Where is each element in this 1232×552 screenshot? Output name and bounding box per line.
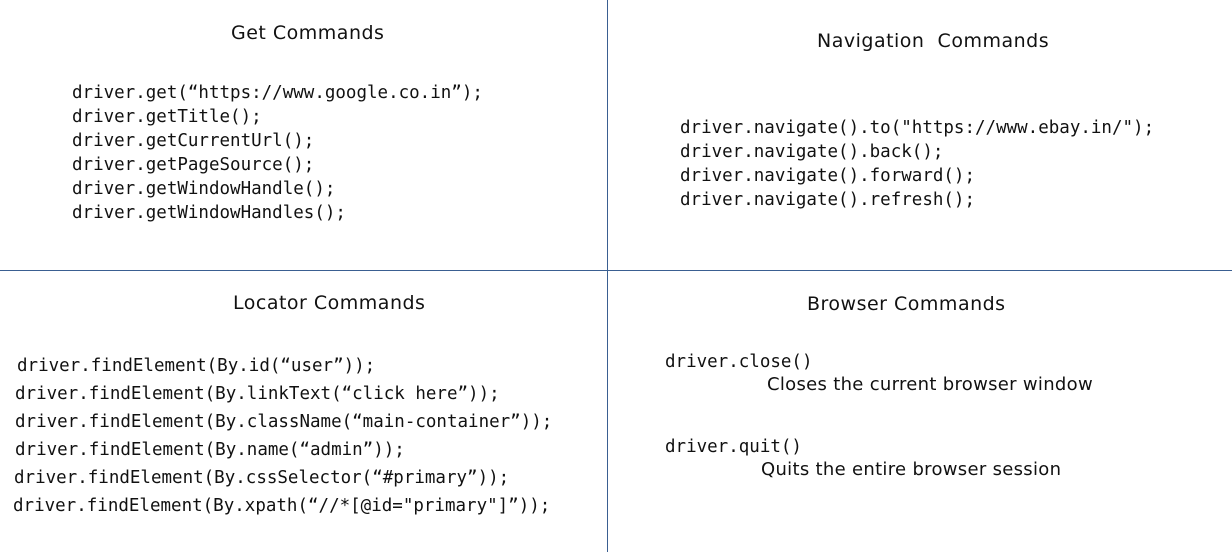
locator-commands-title: Locator Commands: [233, 292, 426, 314]
locator-commands-list: driver.findElement(By.id(“user”)); drive…: [13, 352, 553, 520]
browser-command-description: Closes the current browser window: [767, 374, 1093, 395]
locator-command-line: driver.findElement(By.linkText(“click he…: [15, 384, 500, 404]
locator-command-line: driver.findElement(By.xpath(“//*[@id="pr…: [13, 496, 551, 516]
get-commands-title: Get Commands: [231, 22, 385, 44]
horizontal-divider: [0, 270, 1232, 271]
navigation-command-line: driver.navigate().back();: [680, 142, 944, 162]
get-command-line: driver.get(“https://www.google.co.in”);: [72, 83, 483, 103]
get-command-line: driver.getCurrentUrl();: [72, 131, 315, 151]
navigation-commands-list: driver.navigate().to("https://www.ebay.i…: [680, 116, 1154, 212]
get-commands-list: driver.get(“https://www.google.co.in”); …: [72, 81, 483, 225]
get-command-line: driver.getWindowHandle();: [72, 179, 336, 199]
browser-command-code: driver.close(): [665, 352, 813, 372]
get-command-line: driver.getWindowHandles();: [72, 203, 346, 223]
navigation-commands-title: Navigation Commands: [817, 30, 1050, 52]
browser-command-code: driver.quit(): [665, 437, 802, 457]
locator-command-line: driver.findElement(By.id(“user”));: [17, 356, 376, 376]
get-command-line: driver.getPageSource();: [72, 155, 315, 175]
get-command-line: driver.getTitle();: [72, 107, 262, 127]
locator-command-line: driver.findElement(By.cssSelector(“#prim…: [14, 468, 510, 488]
navigation-command-line: driver.navigate().to("https://www.ebay.i…: [680, 118, 1155, 138]
navigation-command-line: driver.navigate().refresh();: [680, 190, 976, 210]
locator-command-line: driver.findElement(By.name(“admin”));: [15, 440, 405, 460]
locator-command-line: driver.findElement(By.className(“main-co…: [15, 412, 553, 432]
vertical-divider: [607, 0, 608, 552]
browser-commands-title: Browser Commands: [807, 293, 1006, 315]
navigation-command-line: driver.navigate().forward();: [680, 166, 976, 186]
browser-command-description: Quits the entire browser session: [761, 459, 1062, 480]
